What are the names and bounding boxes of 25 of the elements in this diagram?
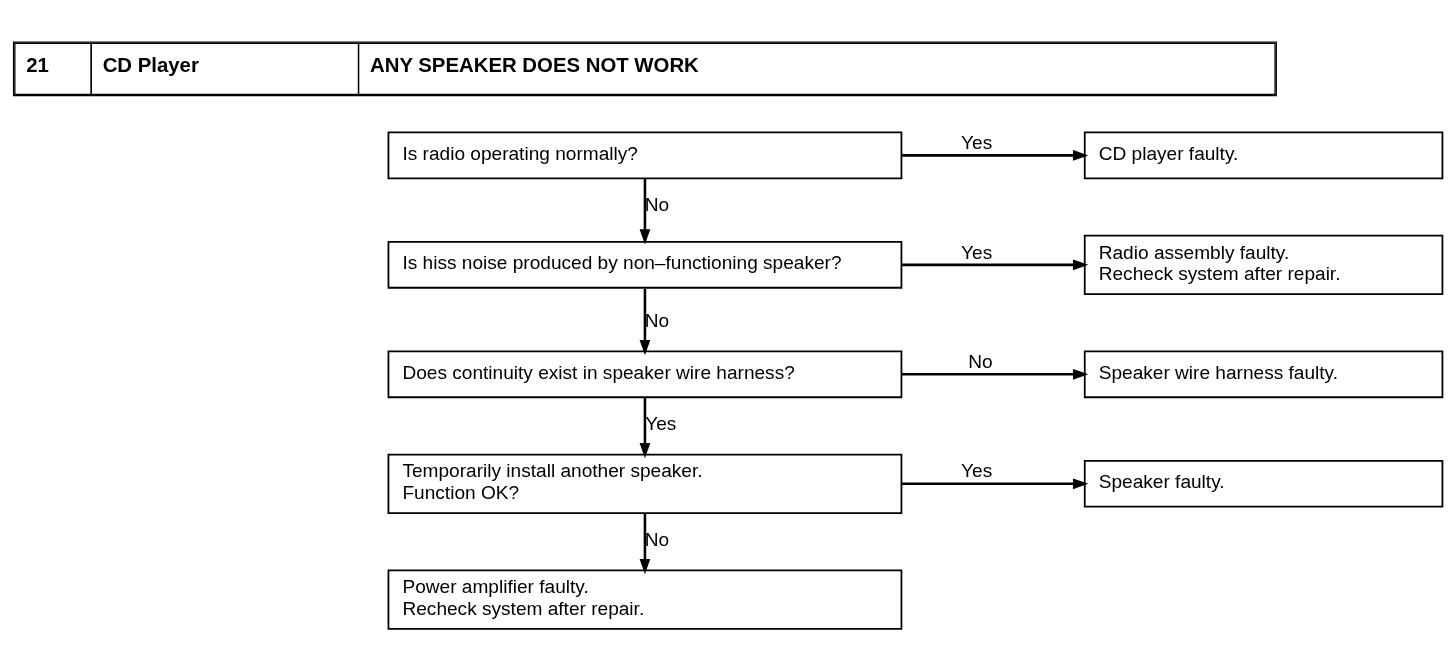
arrow	[901, 368, 1089, 380]
node-box: CD player faulty.	[1083, 131, 1444, 179]
arrow	[639, 288, 651, 355]
arrow	[901, 259, 1089, 270]
edge-label: No	[644, 193, 670, 215]
node-box: Speaker faulty.	[1083, 459, 1444, 508]
arrow	[639, 177, 651, 245]
node-box: Temporarily install another speaker. Function OK?	[387, 453, 903, 514]
arrow	[901, 477, 1089, 489]
node-box: Does continuity exist in speaker wire harness?	[387, 350, 903, 398]
node-box: Is radio operating normally?	[387, 131, 903, 179]
arrow	[639, 396, 651, 458]
edge-label: Yes	[961, 240, 993, 262]
edge-label: Yes	[961, 131, 993, 153]
node-box: Power amplifier faulty. Recheck system after repair.	[387, 568, 903, 630]
arrow	[639, 512, 651, 574]
node-box: Radio assembly faulty. Recheck system after repair.	[1083, 234, 1444, 295]
edge-label: No	[644, 309, 670, 331]
node-box: Speaker wire harness faulty.	[1083, 350, 1444, 398]
arrow	[901, 149, 1089, 161]
edge-label: Yes	[961, 459, 993, 481]
edge-label: No	[968, 350, 993, 372]
node-box: Is hiss noise produced by non–functioning speaker?	[387, 240, 903, 289]
edge-label: Yes	[645, 412, 677, 434]
edge-label: No	[644, 528, 670, 550]
